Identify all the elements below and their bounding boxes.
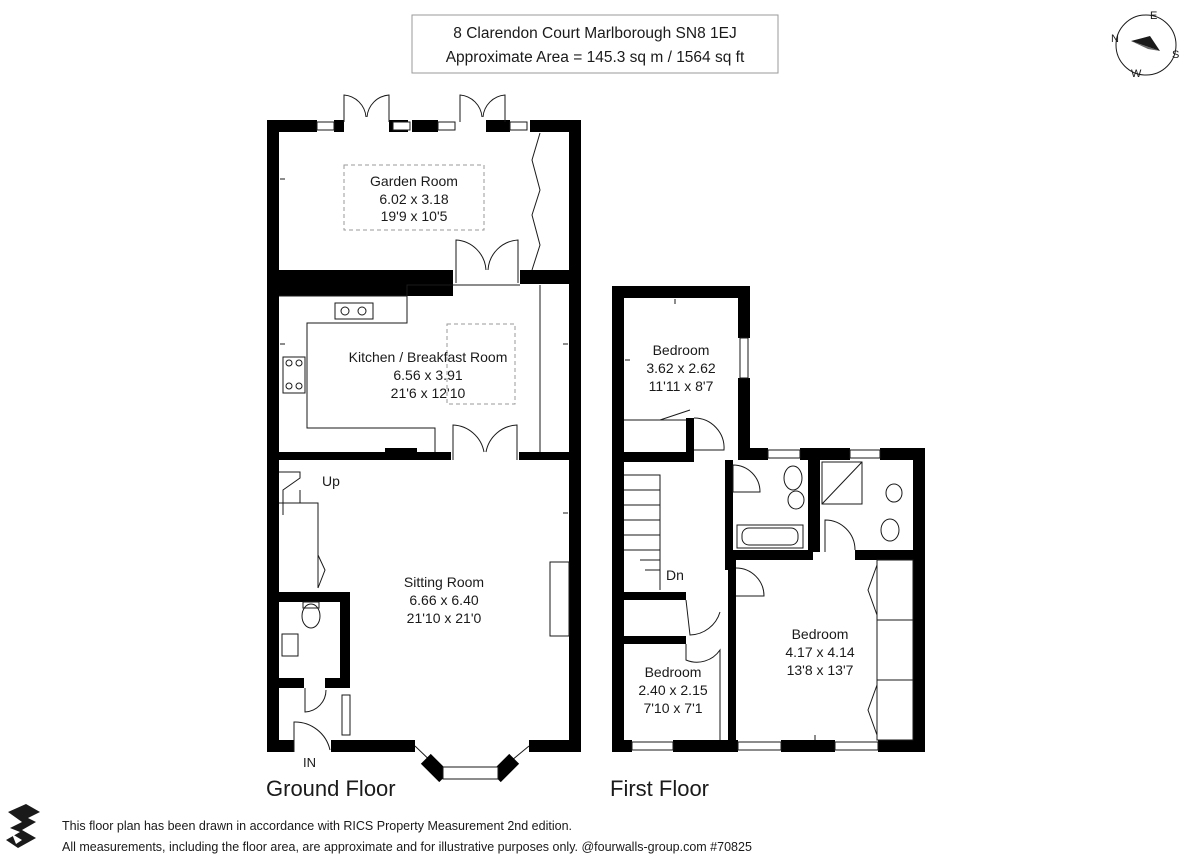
room-imperial: 13'8 x 13'7: [787, 662, 854, 678]
stairs-up-label: Up: [322, 473, 340, 489]
room-metric: 4.17 x 4.14: [785, 644, 854, 660]
room-imperial: 21'6 x 12'10: [391, 385, 466, 401]
room-metric: 6.02 x 3.18: [379, 191, 448, 207]
room-imperial: 21'10 x 21'0: [407, 610, 482, 626]
stairs-down-label: Dn: [666, 567, 684, 583]
kitchen-label: Kitchen / Breakfast Room 6.56 x 3.91 21'…: [349, 349, 508, 401]
room-metric: 3.62 x 2.62: [646, 360, 715, 376]
compass-south: S: [1172, 49, 1179, 61]
room-imperial: 19'9 x 10'5: [381, 208, 448, 224]
ground-floor-title: Ground Floor: [266, 776, 396, 801]
compass-icon: E N S W: [1111, 10, 1179, 80]
bedroom-2-label: Bedroom 4.17 x 4.14 13'8 x 13'7: [785, 626, 854, 678]
room-metric: 6.56 x 3.91: [393, 367, 462, 383]
room-metric: 6.66 x 6.40: [409, 592, 478, 608]
compass-west: W: [1131, 68, 1142, 80]
fourwalls-logo: [6, 804, 40, 848]
first-floor-title: First Floor: [610, 776, 709, 801]
ground-floor-plan: [267, 94, 581, 783]
property-address: 8 Clarendon Court Marlborough SN8 1EJ: [453, 25, 736, 42]
bedroom-1-label: Bedroom 3.62 x 2.62 11'11 x 8'7: [646, 342, 715, 394]
compass-east: E: [1150, 10, 1157, 22]
entrance-label: IN: [303, 755, 316, 770]
room-name: Bedroom: [792, 626, 849, 642]
first-floor-plan: [612, 286, 925, 752]
room-name: Garden Room: [370, 173, 458, 189]
garden-room-label: Garden Room 6.02 x 3.18 19'9 x 10'5: [343, 164, 485, 231]
sitting-room-label: Sitting Room 6.66 x 6.40 21'10 x 21'0: [404, 574, 484, 626]
room-name: Bedroom: [645, 664, 702, 680]
compass-north: N: [1111, 33, 1119, 45]
bedroom-3-label: Bedroom 2.40 x 2.15 7'10 x 7'1: [638, 664, 707, 716]
room-imperial: 7'10 x 7'1: [643, 700, 702, 716]
room-name: Bedroom: [653, 342, 710, 358]
room-imperial: 11'11 x 8'7: [649, 378, 714, 394]
footer-line-1: This floor plan has been drawn in accord…: [62, 819, 572, 833]
approximate-area: Approximate Area = 145.3 sq m / 1564 sq …: [446, 49, 745, 66]
header-box: 8 Clarendon Court Marlborough SN8 1EJ Ap…: [411, 14, 779, 74]
room-name: Sitting Room: [404, 574, 484, 590]
room-name: Kitchen / Breakfast Room: [349, 349, 508, 365]
footer-line-2: All measurements, including the floor ar…: [62, 840, 752, 854]
room-metric: 2.40 x 2.15: [638, 682, 707, 698]
